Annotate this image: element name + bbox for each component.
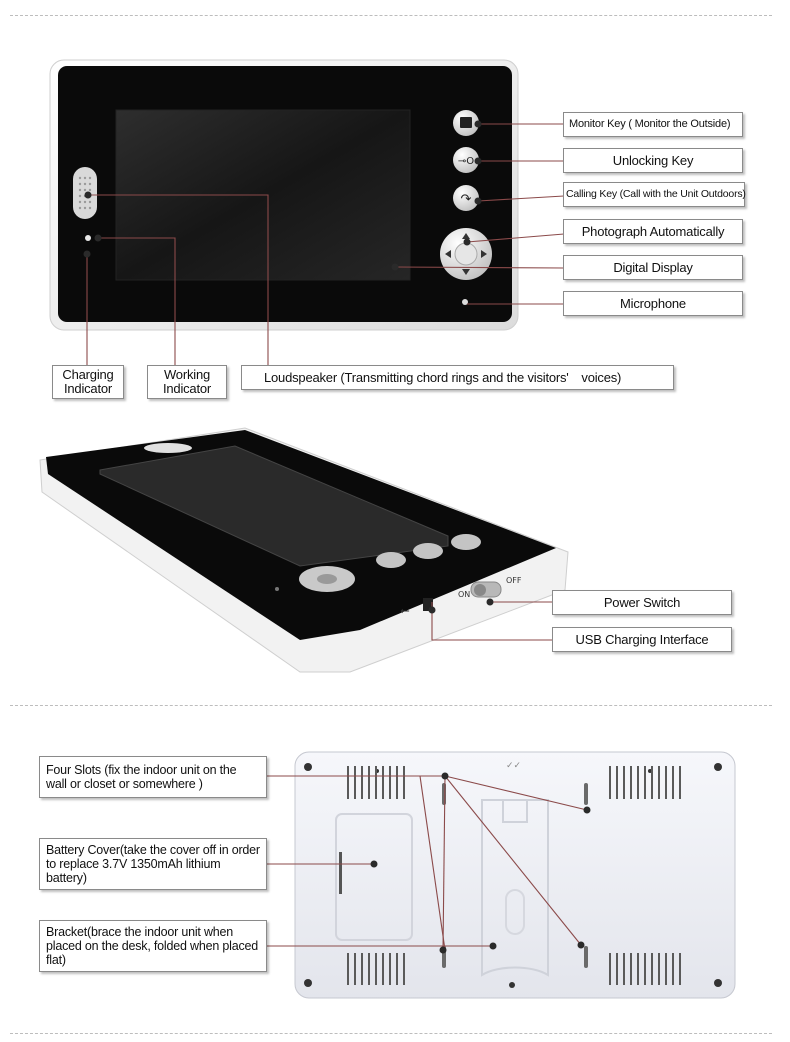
- angled-view: ⭠: [39, 427, 569, 673]
- speaker-holes: [78, 176, 92, 210]
- angled-unlock-key: [413, 543, 443, 559]
- separator-top: [10, 15, 772, 16]
- nav-arrows: [445, 233, 487, 275]
- usb-charging-label: USB Charging Interface: [552, 627, 732, 652]
- svg-text:✓✓: ✓✓: [506, 761, 521, 771]
- digital-display-label: Digital Display: [563, 255, 743, 280]
- angled-screen: [99, 445, 449, 567]
- svg-text:↷: ↷: [461, 192, 473, 207]
- calling-key-label: Calling Key (Call with the Unit Outdoors…: [563, 182, 746, 207]
- angled-monitor-key: [451, 534, 481, 550]
- svg-text:⭠: ⭠: [400, 603, 410, 617]
- front-view: ⊸O ↷: [49, 59, 519, 331]
- bracket-label: Bracket(brace the indoor unit when place…: [39, 920, 267, 972]
- mounting-slots: [442, 783, 588, 968]
- monitor-key-label: Monitor Key ( Monitor the Outside): [563, 112, 743, 137]
- power-switch-label: Power Switch: [552, 590, 732, 615]
- back-view: ✓✓: [294, 751, 736, 999]
- leader-dots: [83, 120, 591, 954]
- unlocking-key-label: Unlocking Key: [563, 148, 743, 173]
- switch-on-label: ON: [458, 590, 470, 599]
- battery-cover: [335, 813, 413, 941]
- usb-port: [423, 598, 433, 611]
- angled-speaker: [144, 443, 192, 453]
- photograph-label: Photograph Automatically: [563, 219, 743, 244]
- four-slots-label: Four Slots (fix the indoor unit on the w…: [39, 756, 267, 798]
- microphone-label: Microphone: [563, 291, 743, 316]
- working-led: [85, 235, 91, 241]
- loudspeaker-label: Loudspeaker (Transmitting chord rings an…: [241, 365, 674, 390]
- separator-middle: [10, 705, 772, 706]
- charging-indicator-label: Charging Indicator: [52, 365, 124, 399]
- angled-call-key: [376, 552, 406, 568]
- separator-bottom: [10, 1033, 772, 1034]
- battery-cover-label: Battery Cover(take the cover off in orde…: [39, 838, 267, 890]
- working-indicator-label: Working Indicator: [147, 365, 227, 399]
- vent-slots: [347, 766, 681, 985]
- svg-text:⊸O: ⊸O: [458, 156, 474, 167]
- unlocking-key: [453, 147, 479, 173]
- leader-lines: [86, 123, 588, 951]
- microphone-hole: [462, 299, 468, 305]
- bracket: [481, 799, 549, 977]
- speaker-grille: [73, 167, 97, 219]
- calling-key: [453, 185, 479, 211]
- switch-off-label: OFF: [506, 576, 522, 585]
